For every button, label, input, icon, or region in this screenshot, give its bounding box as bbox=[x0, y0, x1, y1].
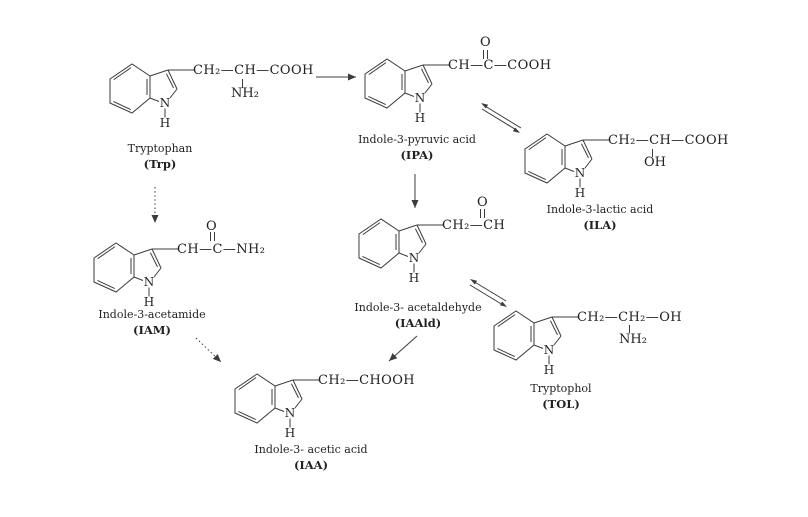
molecule-abbr: (IAM) bbox=[133, 323, 171, 337]
ring-hydrogen: H bbox=[159, 116, 171, 130]
molecule-abbr: (IPA) bbox=[400, 148, 434, 162]
single-bond-icon bbox=[652, 149, 653, 157]
molecule-indole-3-pyruvic-acid: N H CH—C—COOH bbox=[352, 46, 582, 131]
molecule-indole-3-lactic-acid: N H CH₂—CH—COOH bbox=[512, 121, 742, 206]
arrow-iam-to-iaa bbox=[195, 337, 222, 363]
hydroxyl-group: OH bbox=[644, 155, 666, 170]
molecule-abbr: (TOL) bbox=[542, 397, 580, 411]
ring-nitrogen: N bbox=[543, 343, 555, 357]
sidechain-formula: CH₂—CH—COOH bbox=[193, 63, 314, 78]
molecule-abbr: (IAA) bbox=[293, 458, 329, 472]
molecule-abbr: (IAAld) bbox=[394, 316, 442, 330]
ring-nitrogen: N bbox=[574, 166, 586, 180]
caption-indole-3-lactic-acid: Indole-3-lactic acid (ILA) bbox=[547, 203, 654, 232]
indole-ring bbox=[512, 121, 612, 206]
molecule-name: Indole-3-lactic acid bbox=[546, 203, 654, 216]
single-bond-icon bbox=[242, 79, 243, 88]
carbonyl-oxygen: O bbox=[206, 219, 217, 234]
arrow-iaald-to-iaa bbox=[388, 335, 418, 362]
ring-hydrogen: H bbox=[543, 363, 555, 377]
double-bond-icon bbox=[210, 232, 215, 241]
caption-tryptophol: Tryptophol (TOL) bbox=[530, 382, 591, 411]
sidechain-formula: CH₂—CH bbox=[442, 218, 506, 233]
double-bond-icon bbox=[483, 50, 488, 59]
molecule-indole-3-acetamide: N H CH—C—NH₂ bbox=[81, 230, 311, 315]
molecule-indole-3-acetaldehyde: N H CH₂—CH bbox=[346, 206, 576, 291]
caption-indole-3-acetic-acid: Indole-3- acetic acid (IAA) bbox=[254, 443, 367, 472]
sidechain-formula: CH₂—CHOOH bbox=[318, 373, 416, 388]
caption-indole-3-acetaldehyde: Indole-3- acetaldehyde (IAAld) bbox=[354, 301, 481, 330]
single-bond-icon bbox=[629, 325, 630, 333]
molecule-name: Indole-3- acetaldehyde bbox=[354, 301, 482, 314]
molecule-name: Tryptophan bbox=[127, 142, 193, 155]
indole-ring bbox=[97, 51, 197, 136]
ring-hydrogen: H bbox=[414, 111, 426, 125]
molecule-indole-3-acetic-acid: N H CH₂—CHOOH bbox=[222, 361, 452, 446]
sidechain-formula: CH—C—NH₂ bbox=[177, 242, 266, 257]
double-bond-icon bbox=[480, 209, 485, 218]
molecule-abbr: (Trp) bbox=[143, 157, 177, 171]
caption-indole-3-acetamide: Indole-3-acetamide (IAM) bbox=[98, 308, 205, 337]
molecule-tryptophan: N H CH₂—CH—COOH bbox=[97, 51, 327, 136]
indole-ring bbox=[222, 361, 322, 446]
amino-group: NH₂ bbox=[619, 332, 647, 347]
molecule-name: Tryptophol bbox=[530, 382, 592, 395]
molecule-tryptophol: N H CH₂—CH₂—OH bbox=[481, 298, 711, 383]
indole-ring bbox=[352, 46, 452, 131]
molecule-name: Indole-3-pyruvic acid bbox=[358, 133, 476, 146]
carbonyl-oxygen: O bbox=[477, 195, 488, 210]
caption-tryptophan: Tryptophan (Trp) bbox=[128, 142, 193, 171]
indole-ring bbox=[346, 206, 446, 291]
ring-hydrogen: H bbox=[408, 271, 420, 285]
ring-nitrogen: N bbox=[143, 275, 155, 289]
molecule-name: Indole-3-acetamide bbox=[98, 308, 206, 321]
ring-nitrogen: N bbox=[414, 91, 426, 105]
ring-nitrogen: N bbox=[284, 406, 296, 420]
indole-ring bbox=[481, 298, 581, 383]
ring-nitrogen: N bbox=[159, 96, 171, 110]
sidechain-formula: CH₂—CH₂—OH bbox=[577, 310, 682, 325]
sidechain-formula: CH—C—COOH bbox=[448, 58, 552, 73]
ring-hydrogen: H bbox=[284, 426, 296, 440]
sidechain-formula: CH₂—CH—COOH bbox=[608, 133, 729, 148]
carbonyl-oxygen: O bbox=[480, 35, 491, 50]
molecule-abbr: (ILA) bbox=[583, 218, 617, 232]
ring-hydrogen: H bbox=[143, 295, 155, 309]
molecule-name: Indole-3- acetic acid bbox=[254, 443, 368, 456]
ring-nitrogen: N bbox=[408, 251, 420, 265]
amino-group: NH₂ bbox=[231, 86, 259, 101]
caption-indole-3-pyruvic-acid: Indole-3-pyruvic acid (IPA) bbox=[358, 133, 476, 162]
indole-ring bbox=[81, 230, 181, 315]
ring-hydrogen: H bbox=[574, 186, 586, 200]
